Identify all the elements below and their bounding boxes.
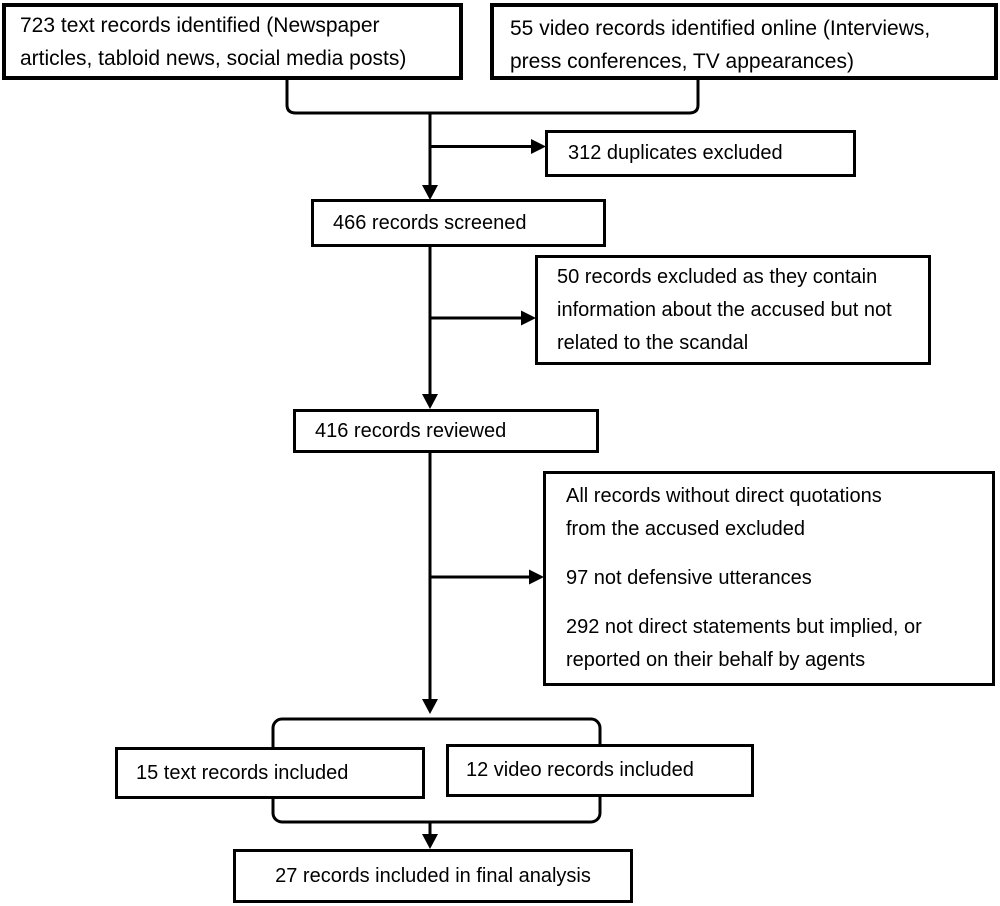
box-records-screened: 466 records screened: [311, 199, 606, 247]
box-not-related-excluded-line3: related to the scandal: [557, 331, 749, 354]
box-records-screened-label: 466 records screened: [333, 211, 527, 234]
box-not-related-excluded-line1: 50 records excluded as they contain: [557, 265, 878, 288]
box-video-records-included: 12 video records included: [446, 744, 754, 797]
arrowhead-to-duplicates: [531, 139, 546, 154]
exclusion-criteria-para2-line1: 97 not defensive utterances: [566, 567, 812, 589]
box-text-records-identified: 723 text records identified (Newspaper a…: [2, 3, 463, 80]
arrowhead-to-not-related: [521, 310, 536, 326]
box-video-records-included-label: 12 video records included: [466, 759, 694, 781]
exclusion-criteria-para3-line1: 292 not direct statements but implied, o…: [566, 616, 922, 638]
box-video-records-identified-line1: 55 video records identified online (Inte…: [510, 16, 931, 40]
box-text-records-identified-line2: articles, tabloid news, social media pos…: [20, 46, 407, 70]
exclusion-criteria-para1-line2: from the accused excluded: [566, 518, 806, 540]
box-text-records-identified-line1: 723 text records identified (Newspaper: [20, 13, 380, 37]
exclusion-criteria-para3-line2: reported on their behalf by agents: [566, 649, 866, 671]
box-video-records-identified-line2: press conferences, TV appearances): [510, 49, 854, 73]
box-final-analysis: 27 records included in final analysis: [233, 849, 633, 903]
box-not-related-excluded-line2: information about the accused but not: [557, 298, 892, 321]
box-records-reviewed-label: 416 records reviewed: [315, 419, 507, 442]
arrowhead-to-reviewed: [422, 394, 438, 409]
exclusion-criteria-para1-line1: All records without direct quotations: [566, 485, 882, 507]
arrowhead-to-split: [422, 699, 438, 714]
box-duplicates-excluded: 312 duplicates excluded: [545, 130, 856, 177]
merge-bracket-line: [285, 79, 700, 115]
box-records-reviewed: 416 records reviewed: [293, 409, 599, 453]
box-video-records-identified: 55 video records identified online (Inte…: [490, 3, 998, 80]
arrowhead-to-screened: [422, 185, 438, 200]
exclusion-criteria-para2: 97 not defensive utterances: [566, 562, 992, 595]
exclusion-criteria-para3: 292 not direct statements but implied, o…: [566, 611, 992, 677]
exclusion-criteria-para1: All records without direct quotations fr…: [566, 480, 992, 546]
box-exclusion-criteria: All records without direct quotations fr…: [543, 471, 995, 686]
box-duplicates-excluded-label: 312 duplicates excluded: [568, 142, 783, 164]
box-not-related-excluded: 50 records excluded as they contain info…: [535, 255, 931, 365]
box-text-records-included-label: 15 text records included: [136, 761, 349, 784]
box-final-analysis-label: 27 records included in final analysis: [275, 864, 591, 887]
arrowhead-to-final: [422, 834, 438, 849]
box-text-records-included: 15 text records included: [115, 747, 425, 799]
arrowhead-to-exclusions: [529, 569, 544, 585]
